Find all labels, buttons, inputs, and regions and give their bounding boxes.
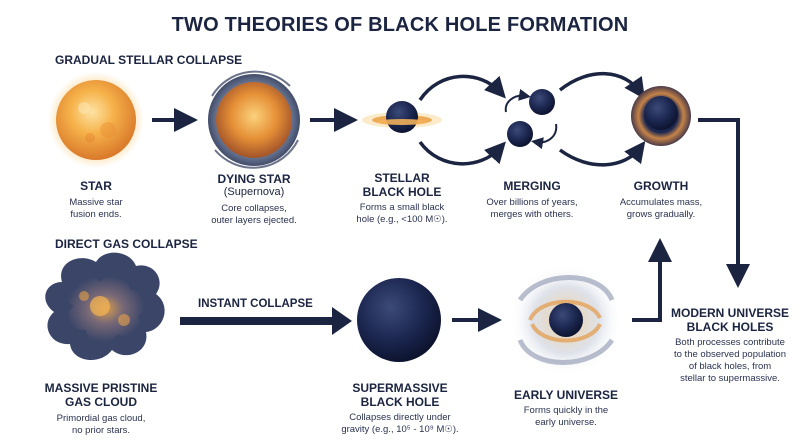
smbh-title-2: BLACK HOLE — [360, 395, 440, 409]
gas-cloud-title-1: MASSIVE PRISTINE — [44, 381, 158, 395]
modern-desc-1: Both processes contribute — [675, 337, 785, 348]
dying-star-title: DYING STAR — [217, 172, 291, 186]
arrow-curve-to-merging-bottom — [418, 140, 506, 166]
section-label-gradual: GRADUAL STELLAR COLLAPSE — [55, 53, 243, 67]
growth-desc-2: grows gradually. — [626, 209, 696, 220]
stellar-bh-desc-1: Forms a small black — [359, 202, 445, 213]
early-universe-desc-1: Forms quickly in the — [523, 405, 609, 416]
early-universe-illustration — [510, 264, 622, 376]
stellar-bh-title-2: BLACK HOLE — [362, 185, 442, 199]
gas-cloud-desc-2: no prior stars. — [71, 425, 131, 436]
modern-desc-2: to the observed population — [674, 349, 786, 360]
arrow-early-to-growth — [632, 238, 672, 322]
dying-star-desc-1: Core collapses, — [221, 203, 287, 214]
early-universe-desc-2: early universe. — [535, 417, 597, 428]
smbh-title-1: SUPERMASSIVE — [352, 381, 448, 395]
merging-illustration — [504, 88, 558, 150]
modern-desc-3: of black holes, from — [688, 361, 772, 372]
dying-star-sub: (Supernova) — [223, 186, 285, 198]
dying-star-illustration — [208, 70, 300, 169]
early-universe-title: EARLY UNIVERSE — [513, 388, 619, 402]
stellar-bh-title-1: STELLAR — [374, 171, 430, 185]
gas-cloud-title-2: GAS CLOUD — [65, 395, 137, 409]
gas-cloud-illustration — [45, 252, 165, 361]
star-desc-1: Massive star — [69, 197, 123, 208]
star-illustration — [48, 72, 144, 168]
supermassive-black-hole-illustration — [357, 278, 441, 362]
modern-title-1: MODERN UNIVERSE — [670, 306, 789, 320]
growth-desc-1: Accumulates mass, — [619, 197, 703, 208]
growth-title: GROWTH — [633, 179, 689, 193]
stellar-black-hole-illustration — [362, 101, 442, 133]
dying-star-desc-2: outer layers ejected. — [211, 215, 297, 226]
page-title: TWO THEORIES OF BLACK HOLE FORMATION — [171, 14, 629, 36]
arrow-growth-to-modern — [698, 118, 750, 288]
star-desc-2: fusion ends. — [70, 209, 122, 220]
arrow-instant-collapse-head — [332, 307, 352, 335]
modern-title-2: BLACK HOLES — [686, 320, 774, 334]
section-label-direct: DIRECT GAS COLLAPSE — [55, 237, 198, 251]
gas-cloud-desc-1: Primordial gas cloud, — [56, 413, 146, 424]
growth-illustration — [631, 86, 691, 146]
merging-title: MERGING — [503, 179, 561, 193]
star-title: STAR — [80, 179, 112, 193]
arrow-curve-to-merging-top — [418, 74, 506, 102]
smbh-desc-1: Collapses directly under — [349, 412, 451, 423]
modern-desc-4: stellar to supermassive. — [680, 373, 780, 384]
instant-collapse-label: INSTANT COLLAPSE — [198, 298, 313, 310]
arrow-curve-to-growth-bottom — [558, 141, 646, 167]
merging-desc-2: merges with others. — [490, 209, 574, 220]
stellar-bh-desc-2: hole (e.g., <100 M☉). — [356, 214, 448, 225]
smbh-desc-2: gravity (e.g., 10⁵ - 10⁹ M☉). — [341, 424, 459, 435]
arrow-curve-to-growth-top — [558, 71, 645, 100]
merging-desc-1: Over billions of years, — [486, 197, 578, 208]
